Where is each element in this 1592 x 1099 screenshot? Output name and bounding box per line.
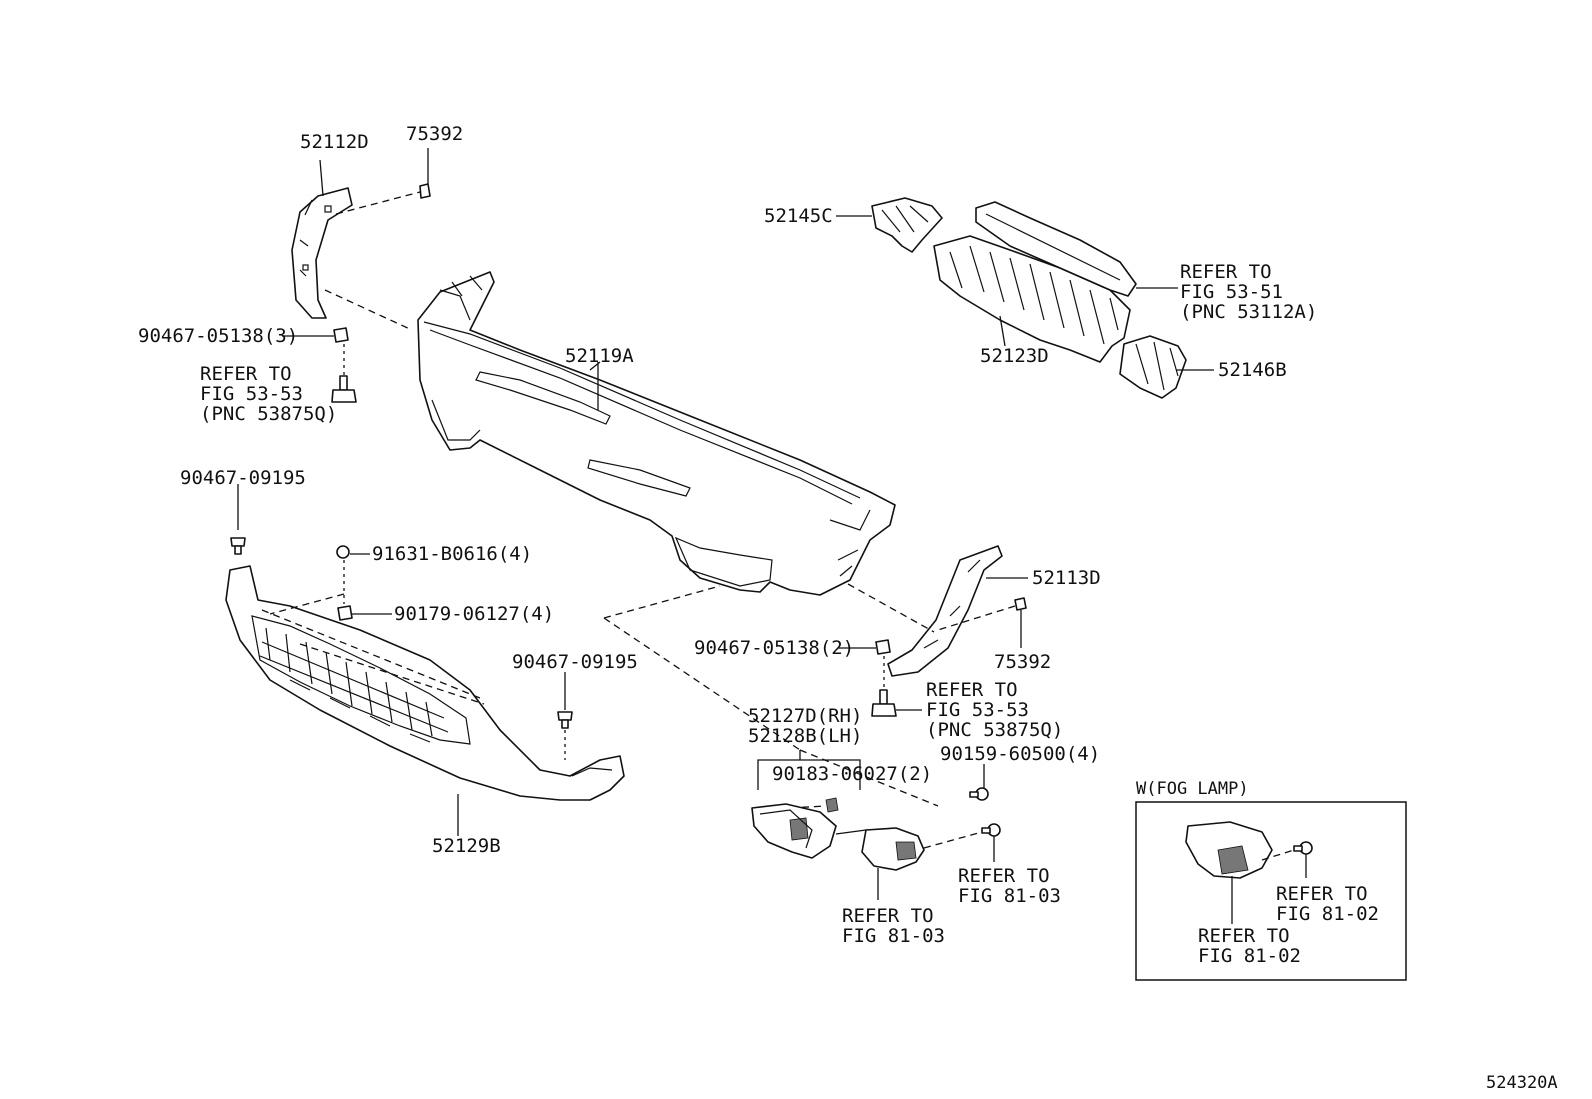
label-90159-60500: 90159-60500(4) [940, 743, 1100, 765]
inset-title: W(FOG LAMP) [1136, 779, 1249, 799]
label-75392-top: 75392 [406, 123, 463, 145]
label-52123d: 52123D [980, 345, 1049, 367]
label-90467-09195-right: 90467-09195 [512, 651, 638, 673]
label-90179-06127: 90179-06127(4) [394, 603, 554, 625]
refer-8103-right-line2: FIG 81-03 [958, 885, 1061, 907]
refer-8103-left-line2: FIG 81-03 [842, 925, 945, 947]
label-90467-05138-2: 90467-05138(2) [694, 637, 854, 659]
part-52112d-left-bracket[interactable] [291, 187, 353, 319]
refer-5353-right-line1: REFER TO [926, 679, 1018, 701]
refer-8103-right-line1: REFER TO [958, 865, 1050, 887]
part-75392-clip-right[interactable] [1014, 597, 1027, 611]
refer-8102-a-line1: REFER TO [1276, 883, 1368, 905]
label-52128b: 52128B(LH) [748, 725, 862, 747]
label-52129b: 52129B [432, 835, 501, 857]
part-inset-fog-lamp[interactable] [1185, 821, 1273, 879]
refer-8102-b-line1: REFER TO [1198, 925, 1290, 947]
screw-91631-b0616-icon [336, 545, 350, 559]
bolt-right-icon [871, 689, 897, 717]
refer-5353-left-line1: REFER TO [200, 363, 292, 385]
screw-inset-icon [1293, 841, 1313, 855]
label-90183-06027: 90183-06027(2) [772, 763, 932, 785]
refer-5353-left-line3: (PNC 53875Q) [200, 403, 337, 425]
part-75392-clip-top[interactable] [419, 183, 431, 199]
refer-5353-left-line2: FIG 53-53 [200, 383, 303, 405]
label-52113d: 52113D [1032, 567, 1101, 589]
part-53112a-reinforcement [975, 201, 1137, 297]
label-90467-05138-3: 90467-05138(3) [138, 325, 298, 347]
refer-5351-line3: (PNC 53112A) [1180, 301, 1317, 323]
nut-90179-06127-icon [337, 605, 353, 621]
clip-90467-09195-right-icon [557, 711, 573, 729]
part-52113d-right-bracket[interactable] [887, 545, 1003, 677]
label-52112d: 52112D [300, 131, 369, 153]
nut-90467-05138-left-icon [333, 327, 349, 343]
refer-5351-line2: FIG 53-51 [1180, 281, 1283, 303]
part-52119a-bumper-cover[interactable] [417, 271, 896, 596]
refer-5353-right-line2: FIG 53-53 [926, 699, 1029, 721]
nut-90467-05138-right-icon [875, 639, 891, 655]
bolt-left-icon [331, 375, 357, 403]
clip-90467-09195-top-icon [230, 537, 246, 555]
part-52146b-absorber[interactable] [1119, 335, 1187, 399]
part-fog-lamp-cover[interactable] [751, 803, 837, 859]
part-52145c-absorber[interactable] [871, 197, 943, 253]
label-52127d: 52127D(RH) [748, 705, 862, 727]
part-52123d-absorber[interactable] [933, 235, 1131, 363]
label-52145c: 52145C [764, 205, 833, 227]
clip-90183-06027-icon [825, 797, 839, 813]
label-52146b: 52146B [1218, 359, 1287, 381]
refer-8102-b-line2: FIG 81-02 [1198, 945, 1301, 967]
screw-fog-lamp-icon [981, 823, 1001, 837]
screw-90159-60500-icon [969, 787, 989, 801]
label-75392-right: 75392 [994, 651, 1051, 673]
refer-5351-line1: REFER TO [1180, 261, 1272, 283]
part-52129b-lower-spoiler[interactable] [225, 565, 625, 801]
label-91631-b0616: 91631-B0616(4) [372, 543, 532, 565]
refer-5353-right-line3: (PNC 53875Q) [926, 719, 1063, 741]
refer-8102-a-line2: FIG 81-02 [1276, 903, 1379, 925]
refer-8103-left-line1: REFER TO [842, 905, 934, 927]
label-90467-09195-top: 90467-09195 [180, 467, 306, 489]
inset-fog-lamp-box [1135, 801, 1407, 981]
label-52119a: 52119A [565, 345, 634, 367]
part-fog-lamp[interactable] [861, 827, 925, 871]
diagram-id: 524320A [1486, 1073, 1558, 1093]
